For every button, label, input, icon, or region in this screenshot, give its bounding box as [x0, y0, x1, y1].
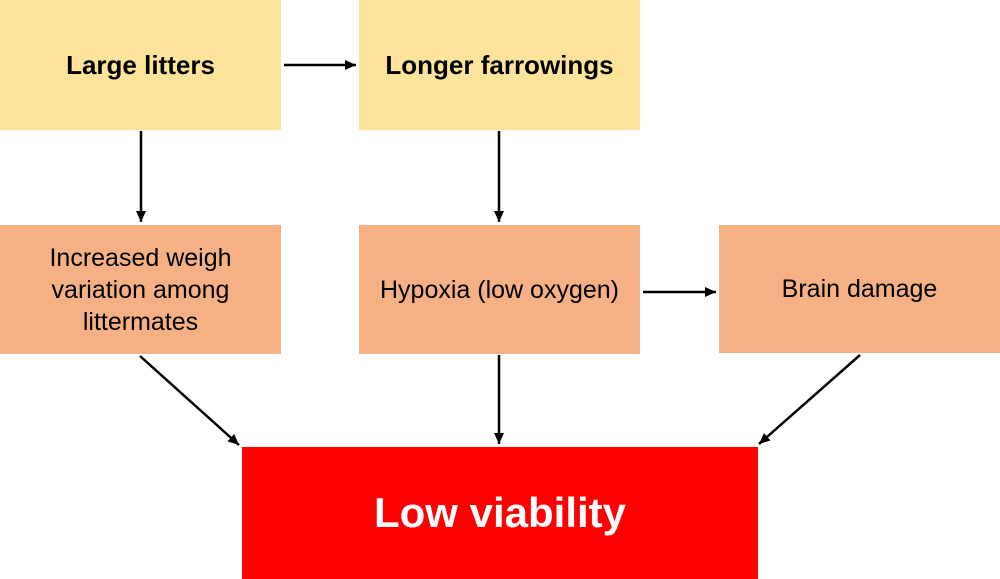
- arrow-brain-damage-to-low-viability: [758, 354, 861, 445]
- node-brain-damage: Brain damage: [719, 225, 1000, 353]
- node-hypoxia: Hypoxia (low oxygen): [359, 225, 640, 354]
- node-longer-farrowings: Longer farrowings: [359, 0, 640, 130]
- arrow-weigh-variation-to-low-viability: [139, 355, 240, 446]
- node-low-viability: Low viability: [242, 447, 758, 579]
- node-increased-weigh-variation: Increased weigh variation among litterma…: [0, 225, 281, 354]
- node-large-litters: Large litters: [0, 0, 281, 130]
